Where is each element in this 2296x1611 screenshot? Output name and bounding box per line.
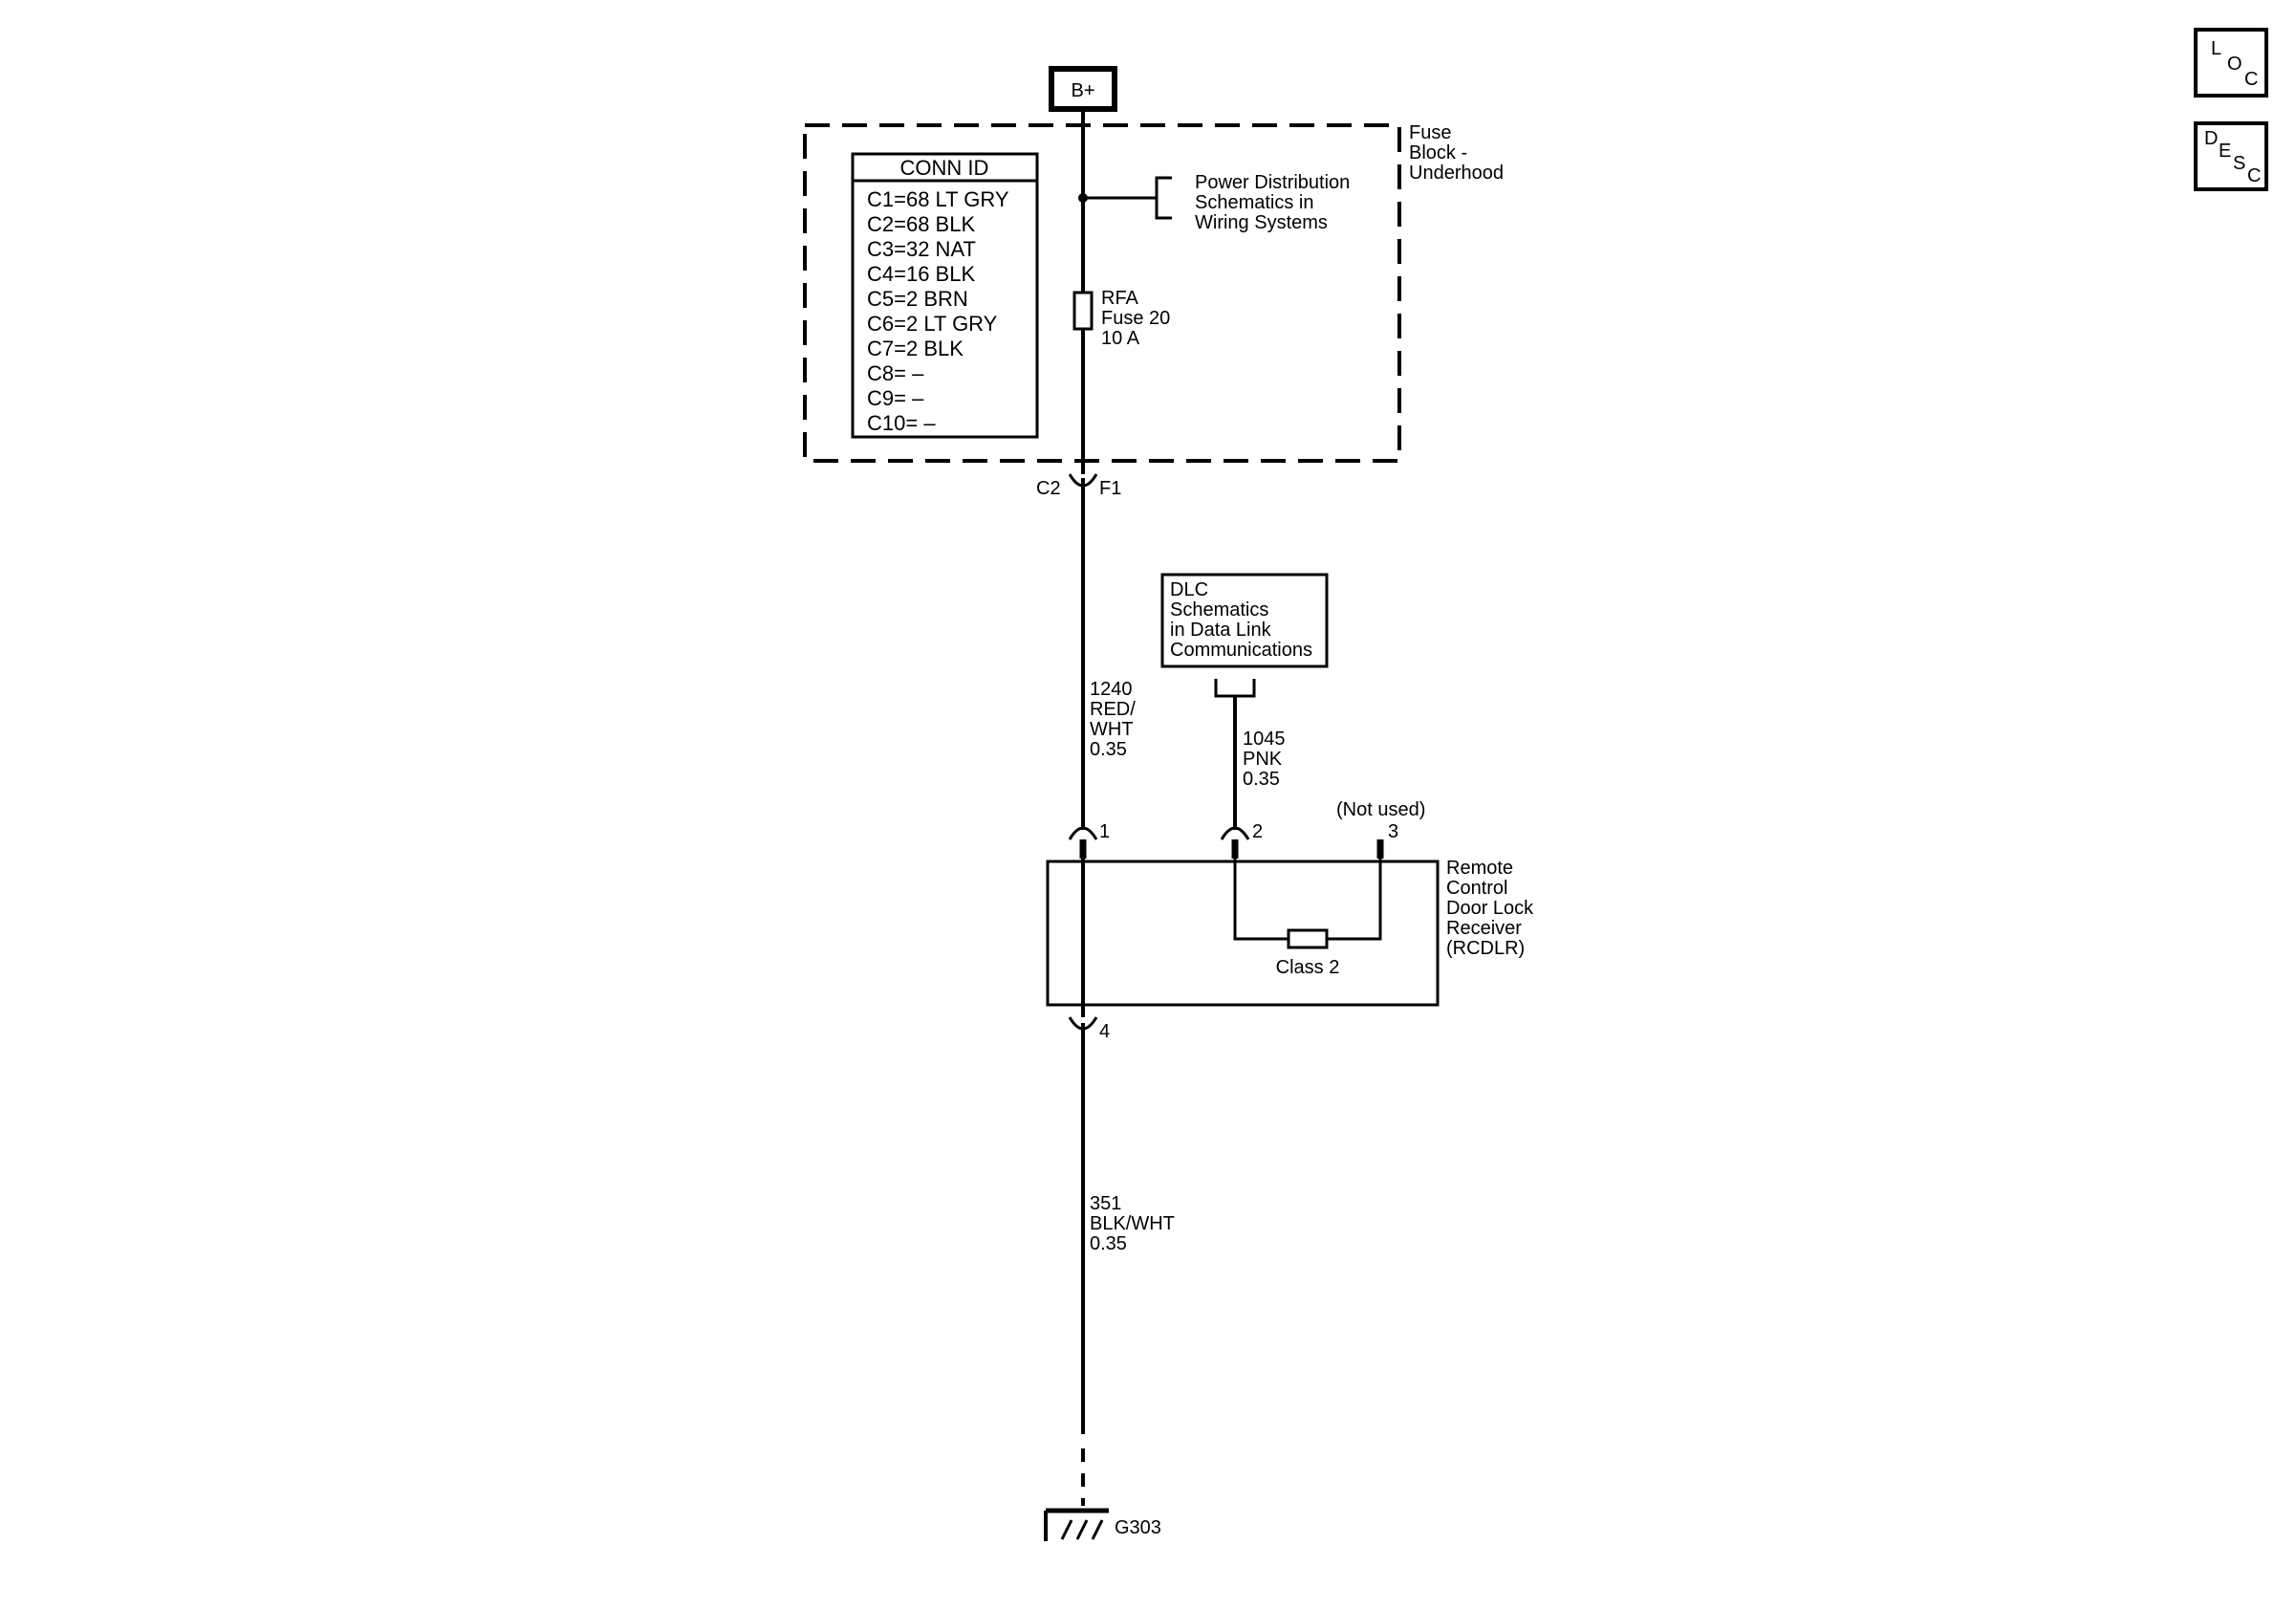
loc-letter: C xyxy=(2244,69,2258,90)
ground-wire-label-line: BLK/WHT xyxy=(1090,1213,1175,1234)
feed-wire-label-line: 1240 xyxy=(1090,679,1133,700)
dlc-ref-line: in Data Link xyxy=(1170,620,1272,641)
pin-2-connector xyxy=(1220,826,1250,840)
conn-id-entry: C10= – xyxy=(867,411,936,435)
pin-3-label: 3 xyxy=(1388,821,1398,842)
ground-label: G303 xyxy=(1115,1517,1161,1538)
fuse-block-label-line: Underhood xyxy=(1409,163,1504,184)
pin-4-label: 4 xyxy=(1099,1021,1110,1042)
feed-wire-label-line: 0.35 xyxy=(1090,739,1127,760)
loc-letter: L xyxy=(2211,38,2221,59)
dlc-ref-line: Communications xyxy=(1170,640,1312,661)
ground-wire-label-line: 351 xyxy=(1090,1193,1121,1214)
pin-2-label: 2 xyxy=(1252,821,1263,842)
power-dist-ref-line: Schematics in xyxy=(1195,192,1314,213)
dlc-bracket xyxy=(1214,679,1256,698)
fuse-label-line: RFA xyxy=(1101,288,1139,309)
dlc-reference: DLC Schematics in Data Link Communicatio… xyxy=(1160,573,1329,668)
desc-letter: C xyxy=(2247,165,2261,186)
conn-id-title: CONN ID xyxy=(900,156,989,180)
fuse-block-outline xyxy=(803,123,1401,463)
receiver-box xyxy=(1046,860,1440,1007)
fuse-block-label-line: Block - xyxy=(1409,142,1467,163)
ground-symbol xyxy=(1044,1508,1109,1541)
feed-wire-label-line: WHT xyxy=(1090,719,1134,740)
conn-id-entry: C5=2 BRN xyxy=(867,287,968,311)
power-dist-bracket xyxy=(1155,176,1172,220)
conn-id-entry: C7=2 BLK xyxy=(867,337,964,360)
dlc-ref-line: DLC xyxy=(1170,579,1208,600)
ground-wire-label-line: 0.35 xyxy=(1090,1233,1127,1254)
receiver-label-line: (RCDLR) xyxy=(1446,938,1525,959)
conn-id-entry: C8= – xyxy=(867,361,924,385)
connector-left-label: C2 xyxy=(1036,478,1061,499)
desc-letter: D xyxy=(2204,128,2218,149)
class2-label: Class 2 xyxy=(1276,957,1340,978)
receiver-label-line: Receiver xyxy=(1446,918,1522,939)
power-source-label: B+ xyxy=(1071,80,1094,101)
conn-id-entry: C6=2 LT GRY xyxy=(867,312,998,336)
desc-letter: S xyxy=(2233,153,2245,174)
feed-wire-label: 1240 RED/ WHT 0.35 xyxy=(1090,679,1136,760)
receiver-label-line: Remote xyxy=(1446,858,1513,879)
loc-letter: O xyxy=(2227,54,2242,75)
power-distribution-ref: Power Distribution Schematics in Wiring … xyxy=(1195,172,1350,233)
data-wire-label: 1045 PNK 0.35 xyxy=(1243,729,1286,790)
conn-id-entry: C1=68 LT GRY xyxy=(867,187,1009,211)
fuse-block-label: Fuse Block - Underhood xyxy=(1409,122,1504,184)
data-wire-label-line: 0.35 xyxy=(1243,769,1280,790)
data-wire-label-line: PNK xyxy=(1243,749,1283,770)
receiver-label: Remote Control Door Lock Receiver (RCDLR… xyxy=(1446,858,1534,959)
conn-id-table: CONN ID C1=68 LT GRY C2=68 BLK C3=32 NAT… xyxy=(851,152,1039,439)
power-dist-ref-line: Wiring Systems xyxy=(1195,212,1328,233)
conn-id-entry: C9= – xyxy=(867,386,924,410)
conn-id-entry: C2=68 BLK xyxy=(867,212,975,236)
conn-id-entry: C4=16 BLK xyxy=(867,262,975,286)
loc-button[interactable]: L O C xyxy=(2194,28,2268,98)
ground-wire-label: 351 BLK/WHT 0.35 xyxy=(1090,1193,1175,1254)
dlc-ref-line: Schematics xyxy=(1170,599,1268,620)
pin-1-label: 1 xyxy=(1099,821,1110,842)
data-wire-label-line: 1045 xyxy=(1243,729,1286,750)
fuse-block-label-line: Fuse xyxy=(1409,122,1451,143)
receiver-label-line: Door Lock xyxy=(1446,898,1534,919)
class2-circuit xyxy=(1233,859,1382,941)
class2-resistor xyxy=(1287,928,1329,949)
connector-right-label: F1 xyxy=(1099,478,1121,499)
receiver-label-line: Control xyxy=(1446,878,1507,899)
desc-letter: E xyxy=(2219,141,2231,162)
desc-button[interactable]: D E S C xyxy=(2194,121,2268,191)
power-source: B+ xyxy=(1049,66,1117,112)
fuse-label-line: 10 A xyxy=(1101,328,1140,349)
fuse-symbol xyxy=(1072,291,1094,331)
fuse-label-line: Fuse 20 xyxy=(1101,308,1170,329)
pin-3-not-used: (Not used) xyxy=(1336,799,1425,820)
power-dist-ref-line: Power Distribution xyxy=(1195,172,1350,193)
feed-wire-label-line: RED/ xyxy=(1090,699,1136,720)
pin-1-connector xyxy=(1068,826,1098,840)
fuse-label: RFA Fuse 20 10 A xyxy=(1101,288,1170,349)
conn-id-entry: C3=32 NAT xyxy=(867,237,976,261)
